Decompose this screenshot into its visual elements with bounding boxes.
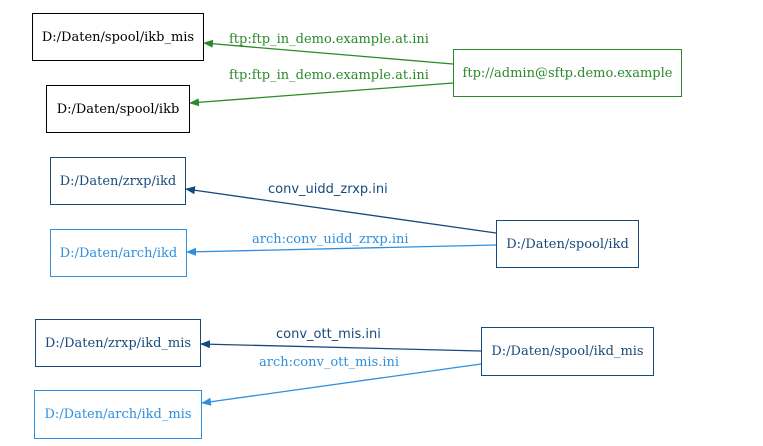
node-zrxp-ikd-mis[interactable]: D:/Daten/zrxp/ikd_mis: [35, 319, 201, 367]
edge-label-ftp-ikb-mis: ftp:ftp_in_demo.example.at.ini: [229, 32, 429, 47]
edge-sftp-to-ikb: [189, 82, 454, 107]
edge-spool-ikd-to-zrxp-ikd: [185, 186, 497, 234]
edge-sftp-to-ikb-mis: [203, 39, 454, 65]
edge-label-ftp-ikb: ftp:ftp_in_demo.example.at.ini: [229, 68, 429, 83]
edge-label-conv-ott-mis: conv_ott_mis.ini: [276, 327, 381, 342]
node-arch-ikd-mis[interactable]: D:/Daten/arch/ikd_mis: [34, 390, 202, 439]
node-spool-ikb-mis[interactable]: D:/Daten/spool/ikb_mis: [32, 13, 204, 61]
edge-label-conv-uidd-zrxp: conv_uidd_zrxp.ini: [268, 182, 388, 197]
edge-label-arch-conv-ott-mis: arch:conv_ott_mis.ini: [259, 355, 400, 370]
edge-label-arch-conv-uidd-zrxp: arch:conv_uidd_zrxp.ini: [252, 232, 409, 247]
node-arch-ikd[interactable]: D:/Daten/arch/ikd: [50, 229, 187, 277]
node-spool-ikd[interactable]: D:/Daten/spool/ikd: [496, 220, 639, 268]
node-spool-ikb[interactable]: D:/Daten/spool/ikb: [46, 85, 190, 133]
node-sftp-source[interactable]: ftp://admin@sftp.demo.example: [453, 49, 682, 97]
node-zrxp-ikd[interactable]: D:/Daten/zrxp/ikd: [50, 157, 186, 205]
edge-spool-ikd-mis-to-arch-ikd-mis: [201, 363, 482, 406]
node-spool-ikd-mis[interactable]: D:/Daten/spool/ikd_mis: [481, 327, 654, 376]
edge-spool-ikd-mis-to-zrxp-ikd-mis: [200, 340, 482, 352]
edge-spool-ikd-to-arch-ikd: [186, 244, 497, 256]
